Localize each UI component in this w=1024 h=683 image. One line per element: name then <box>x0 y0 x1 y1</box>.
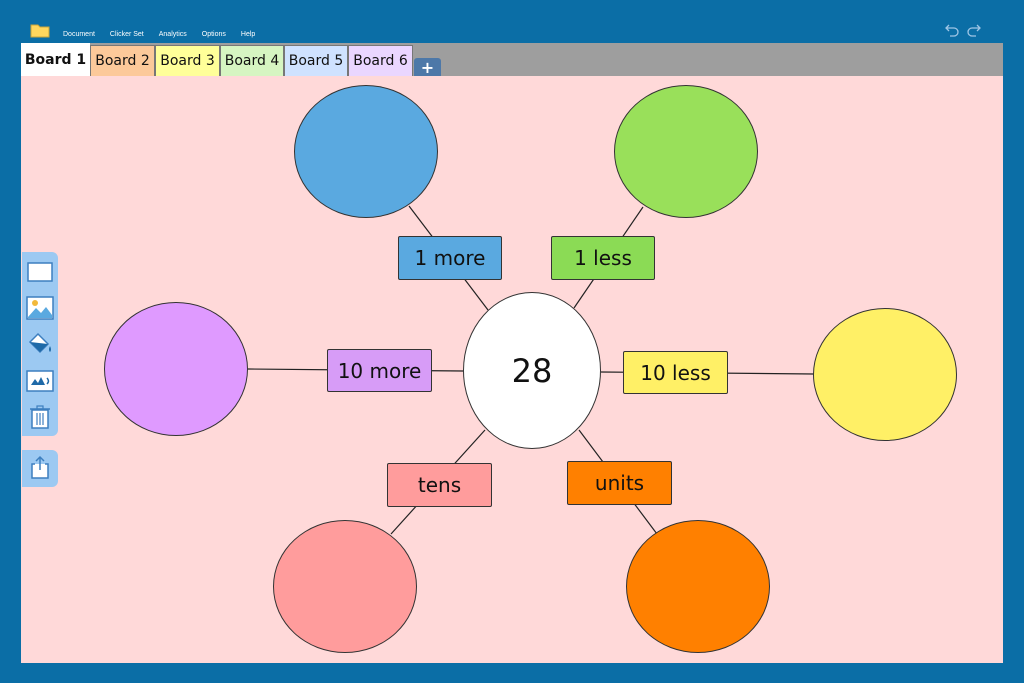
undo-icon[interactable] <box>944 22 960 38</box>
undo-redo-group <box>944 22 982 38</box>
share-icon[interactable] <box>29 454 51 484</box>
tab-board-2[interactable]: Board 2 <box>90 45 155 76</box>
orange-circle[interactable] <box>626 520 770 653</box>
rectangle-icon[interactable] <box>25 257 55 287</box>
label-units[interactable]: units <box>567 461 672 505</box>
tab-board-1[interactable]: Board 1 <box>21 43 90 76</box>
menu-bar: Document Clicker Set Analytics Options H… <box>63 31 255 38</box>
menu-help[interactable]: Help <box>240 31 256 38</box>
board-canvas[interactable]: 28 1 more 1 less 10 more 10 less tens un… <box>21 76 1003 663</box>
tab-board-4[interactable]: Board 4 <box>220 45 284 76</box>
blue-circle[interactable] <box>294 85 438 218</box>
audio-icon[interactable] <box>25 366 55 396</box>
yellow-circle[interactable] <box>813 308 957 441</box>
add-tab-button[interactable]: + <box>414 58 441 77</box>
menu-document[interactable]: Document <box>63 31 95 38</box>
folder-icon[interactable] <box>30 22 50 38</box>
label-10-more[interactable]: 10 more <box>327 349 432 392</box>
purple-circle[interactable] <box>104 302 248 436</box>
center-number[interactable]: 28 <box>463 292 601 449</box>
pink-circle[interactable] <box>273 520 417 653</box>
label-1-more[interactable]: 1 more <box>398 236 502 280</box>
tab-bar: Board 1 Board 2 Board 3 Board 4 Board 5 … <box>21 43 1003 77</box>
menu-clicker-set[interactable]: Clicker Set <box>109 31 144 38</box>
left-toolbar <box>22 252 58 436</box>
redo-icon[interactable] <box>966 22 982 38</box>
tab-board-3[interactable]: Board 3 <box>155 45 220 76</box>
trash-icon[interactable] <box>25 402 55 432</box>
label-1-less[interactable]: 1 less <box>551 236 655 280</box>
share-toolbar <box>22 450 58 487</box>
menu-analytics[interactable]: Analytics <box>158 31 187 38</box>
fill-icon[interactable] <box>25 328 55 358</box>
tab-board-6[interactable]: Board 6 <box>348 45 413 76</box>
label-tens[interactable]: tens <box>387 463 492 507</box>
label-10-less[interactable]: 10 less <box>623 351 728 394</box>
menu-options[interactable]: Options <box>201 31 226 38</box>
image-icon[interactable] <box>25 293 55 323</box>
green-circle[interactable] <box>614 85 758 218</box>
tab-board-5[interactable]: Board 5 <box>284 45 348 76</box>
